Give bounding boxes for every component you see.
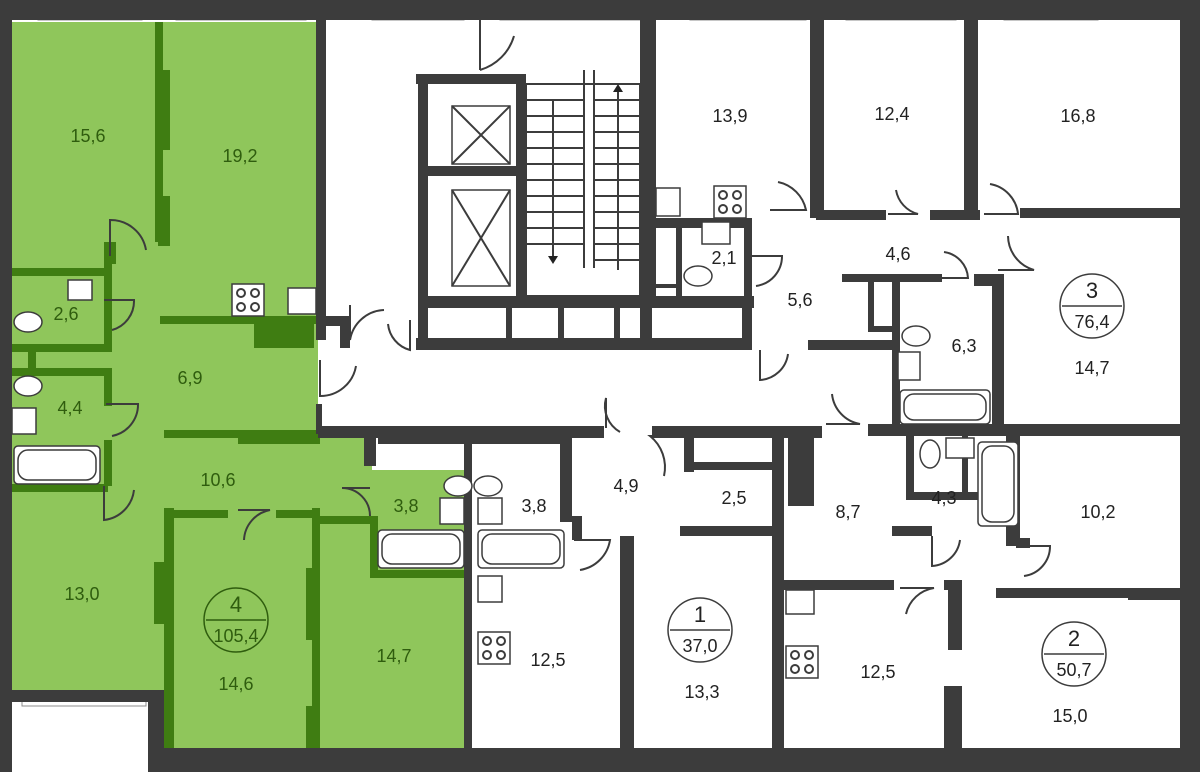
apartment-4-fill [12, 22, 466, 748]
room-area-label: 12,5 [860, 662, 895, 682]
room-area-label: 16,8 [1060, 106, 1095, 126]
apartment-4-area[interactable] [12, 22, 466, 748]
room-area-label: 12,4 [874, 104, 909, 124]
room-area-label: 4,6 [885, 244, 910, 264]
apartment-area: 76,4 [1074, 312, 1109, 332]
apartment-badge-4[interactable]: 4 105,4 [203, 587, 269, 653]
room-area-label: 10,2 [1080, 502, 1115, 522]
room-area-label: 13,0 [64, 584, 99, 604]
apartment-number: 2 [1068, 626, 1080, 651]
room-area-label: 10,6 [200, 470, 235, 490]
apartment-badge-2[interactable]: 2 50,7 [1041, 621, 1107, 687]
room-area-label: 13,3 [684, 682, 719, 702]
stair-core [451, 70, 641, 297]
room-area-label: 3,8 [521, 496, 546, 516]
room-area-label: 4,4 [57, 398, 82, 418]
room-area-label: 2,6 [53, 304, 78, 324]
fixtures [11, 185, 1019, 679]
room-area-label: 3,8 [393, 496, 418, 516]
room-area-label: 14,7 [1074, 358, 1109, 378]
room-area-label: 4,9 [613, 476, 638, 496]
room-area-label: 14,7 [376, 646, 411, 666]
apartment-area: 50,7 [1056, 660, 1091, 680]
apartment-badge-1[interactable]: 1 37,0 [667, 597, 733, 663]
apartment-number: 4 [230, 592, 242, 617]
room-area-label: 12,5 [530, 650, 565, 670]
interior-walls [316, 20, 1180, 748]
apartment-badge-3[interactable]: 3 76,4 [1059, 273, 1125, 339]
room-area-label: 4,3 [931, 488, 956, 508]
room-area-label: 13,9 [712, 106, 747, 126]
room-area-label: 15,0 [1052, 706, 1087, 726]
room-labels: 15,6 19,2 2,6 6,9 4,4 10,6 3,8 13,0 14,6… [53, 104, 1115, 726]
room-area-label: 19,2 [222, 146, 257, 166]
doors [103, 20, 1052, 615]
apartment-area: 37,0 [682, 636, 717, 656]
apartment-number: 1 [694, 602, 706, 627]
room-area-label: 2,5 [721, 488, 746, 508]
room-area-label: 5,6 [787, 290, 812, 310]
stair-up-arrow-icon [613, 84, 623, 92]
apartment-number: 3 [1086, 278, 1098, 303]
stair-down-arrow-icon [548, 256, 558, 264]
apartment-area: 105,4 [213, 626, 258, 646]
room-area-label: 8,7 [835, 502, 860, 522]
room-area-label: 6,3 [951, 336, 976, 356]
room-area-label: 2,1 [711, 248, 736, 268]
room-area-label: 15,6 [70, 126, 105, 146]
apartment-4-walls [12, 22, 466, 748]
room-area-label: 6,9 [177, 368, 202, 388]
room-area-label: 14,6 [218, 674, 253, 694]
